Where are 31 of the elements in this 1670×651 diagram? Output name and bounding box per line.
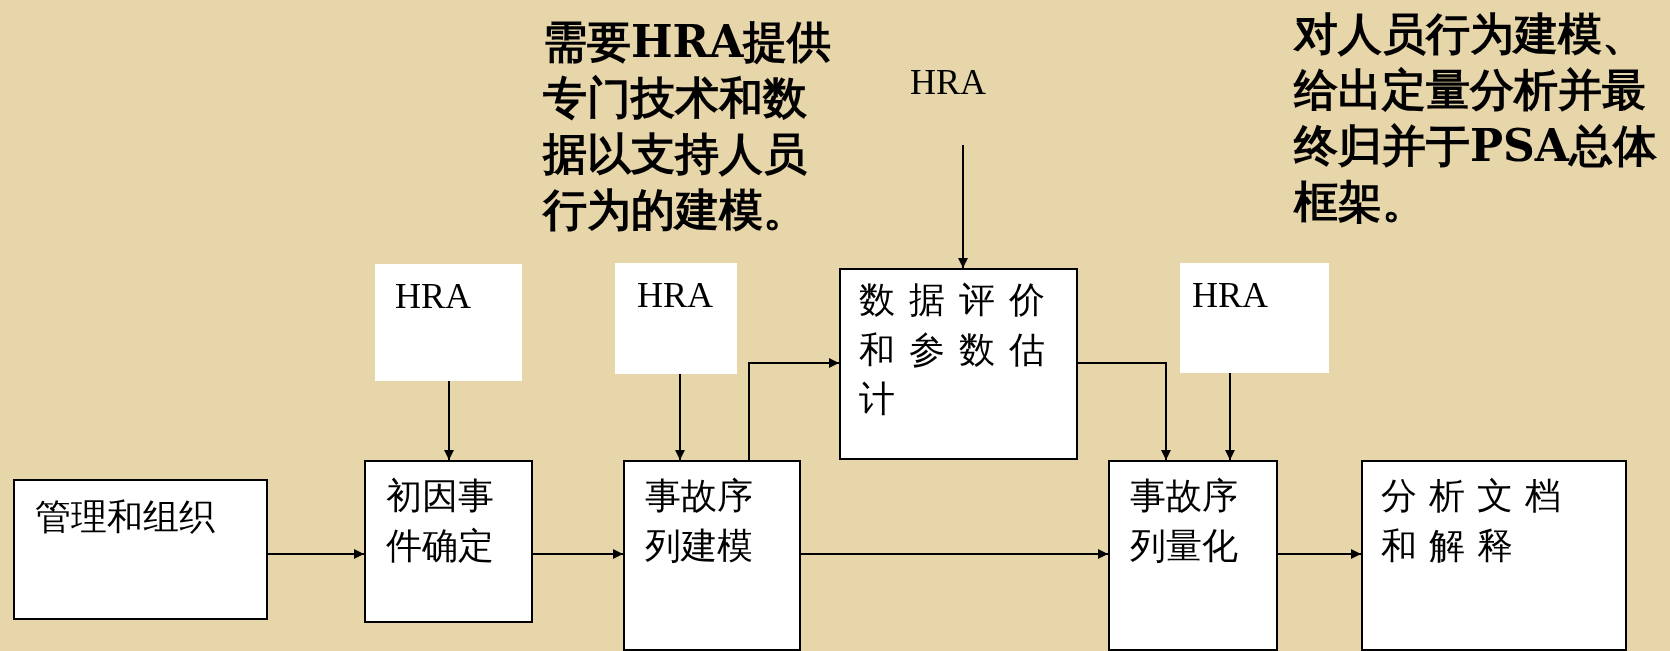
hra-box [1180,263,1329,373]
node-text: HRA [910,61,987,104]
node-text: 分析文档和解释 [1381,475,1574,568]
process-box [1108,460,1278,651]
process-box [839,268,1078,460]
note-text: 对人员行为建模、给出定量分析并最终归并于PSA总体框架。 [1294,7,1658,229]
arrow [1225,372,1235,461]
arrow [1077,362,1171,461]
arrow [675,373,685,461]
node-text: 管理和组织 [35,496,216,539]
hra-box [615,263,737,374]
arrow [1277,549,1362,559]
note-text: 需要HRA提供专门技术和数据以支持人员行为的建模。 [543,15,833,237]
arrow [800,549,1109,559]
process-box [623,460,801,651]
process-box [364,460,533,623]
arrow [444,380,454,461]
arrow [748,358,840,461]
node-text: HRA [637,274,714,317]
node-text: 数据评价和参数估计 [859,279,1060,422]
arrow [532,549,624,559]
node-text: 事故序列建模 [645,475,754,568]
node-text: 事故序列量化 [1130,475,1239,568]
arrow [267,549,365,559]
node-text: 初因事件确定 [386,475,495,568]
node-text: HRA [1192,274,1269,317]
process-box [13,479,268,620]
arrow [958,144,968,269]
process-box [1361,460,1627,651]
node-text: HRA [395,275,472,318]
hra-box [375,264,522,381]
